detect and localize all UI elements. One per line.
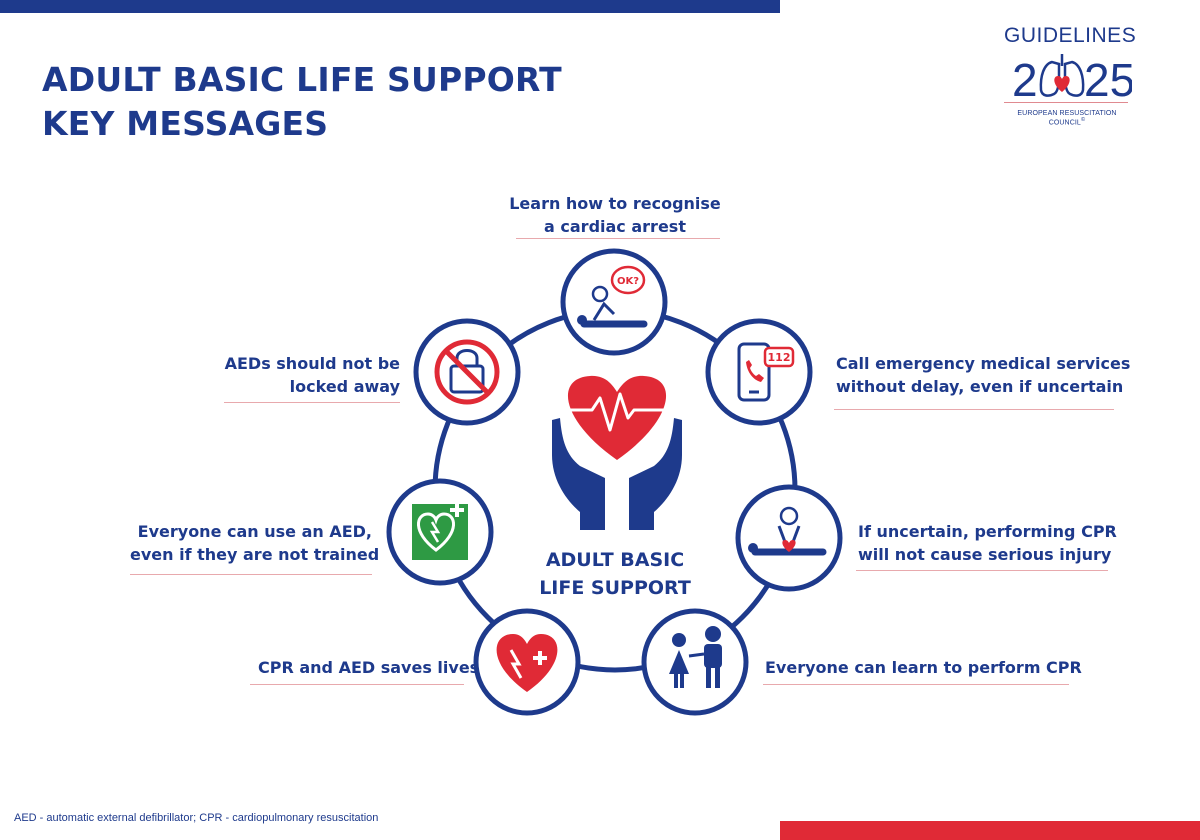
logo-year-left: 2 (1012, 54, 1038, 100)
children-icon (669, 626, 722, 688)
message-call: Call emergency medical services without … (836, 354, 1131, 396)
logo-year-right: 25 (1084, 54, 1132, 100)
phone-112-icon: 112 (737, 342, 795, 402)
node-locked (413, 318, 521, 426)
heart-hands-icon (552, 375, 682, 530)
heart-aed-icon (496, 634, 558, 692)
message-recognise: Learn how to recognise a cardiac arrest (509, 194, 721, 236)
aed-sign-icon (412, 503, 468, 560)
cpr-person-icon (748, 506, 827, 556)
node-learn (641, 608, 749, 716)
page-subtitle: KEY MESSAGES (42, 104, 329, 143)
node-recognise: OK? (560, 248, 668, 356)
message-locked-rule (224, 402, 400, 403)
logo-guidelines-text: GUIDELINES (1004, 24, 1137, 47)
message-cpr-safe: If uncertain, performing CPR will not ca… (858, 522, 1117, 564)
node-use-aed (386, 478, 494, 586)
logo-council-text: EUROPEAN RESUSCITATION COUNCIL© (1017, 110, 1117, 127)
message-saves-rule (250, 684, 464, 685)
footnote: AED - automatic external defibrillator; … (14, 812, 379, 824)
message-use-aed-rule (130, 574, 372, 575)
logo-rule (1004, 102, 1128, 103)
message-saves: CPR and AED saves lives (258, 658, 480, 677)
node-cpr-safe (735, 484, 843, 592)
center-label: ADULT BASIC LIFE SUPPORT (539, 549, 691, 599)
page-title: ADULT BASIC LIFE SUPPORT (42, 60, 562, 99)
message-call-rule (834, 409, 1114, 410)
logo-year-graphic: 2 25 (1012, 54, 1132, 100)
node-call: 112 (705, 318, 813, 426)
message-locked: AEDs should not be locked away (224, 354, 400, 396)
check-responsiveness-icon: OK? (577, 265, 648, 328)
bottom-accent-bar (780, 821, 1200, 840)
message-recognise-rule (516, 238, 720, 239)
badge-112-text: 112 (768, 351, 791, 364)
node-saves (473, 608, 581, 716)
ok-bubble-text: OK? (617, 276, 639, 287)
message-use-aed: Everyone can use an AED, even if they ar… (130, 522, 380, 564)
no-lock-icon (434, 339, 500, 405)
guidelines-2025-logo: GUIDELINES 2 25 EUROPEAN RESUSCITATION C… (1000, 24, 1140, 127)
top-accent-bar (0, 0, 780, 13)
message-learn: Everyone can learn to perform CPR (765, 658, 1082, 677)
lungs-heart-icon (1039, 54, 1085, 97)
message-learn-rule (763, 684, 1069, 685)
message-cpr-safe-rule (856, 570, 1108, 571)
